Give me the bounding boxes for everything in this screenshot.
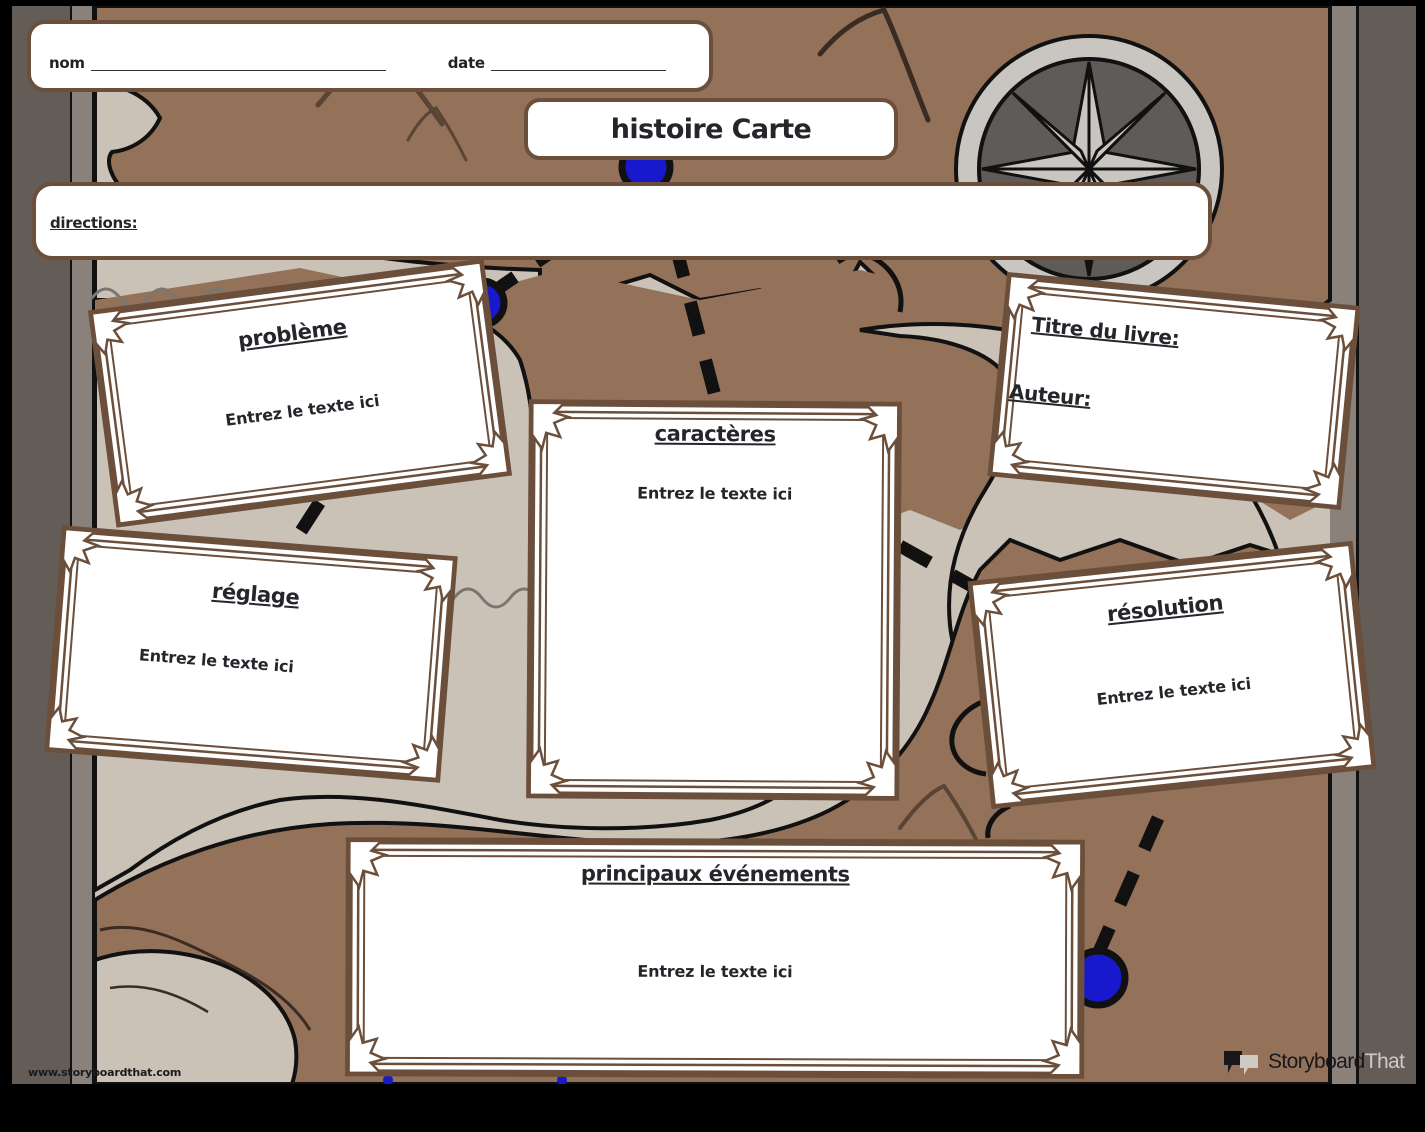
card-book-info[interactable]: Titre du livre: Auteur: [987,271,1361,511]
name-date-bar: nom date [27,20,713,92]
card-body[interactable]: Entrez le texte ici [637,483,793,504]
card-resolution[interactable]: résolution Entrez le texte ici [967,540,1377,810]
page-title: histoire Carte [610,113,812,145]
card-title: problème [236,314,348,353]
book-title-label: Titre du livre: [1030,312,1181,351]
card-probleme[interactable]: problème Entrez le texte ici [87,258,513,528]
route-markers [383,139,1129,1084]
ornate-frame [526,399,902,801]
ornate-frame [967,540,1377,810]
directions-label: directions: [50,214,138,232]
date-input-line[interactable] [490,69,666,71]
logo-secondary-text: That [1364,1050,1405,1073]
card-title: caractères [654,421,776,447]
logo-primary-text: Storyboard [1268,1050,1365,1073]
site-url: www.storyboardthat.com [28,1066,182,1079]
directions-bar[interactable]: directions: [32,182,1212,260]
card-body[interactable]: Entrez le texte ici [224,390,381,430]
card-title: principaux événements [580,861,850,887]
card-body[interactable]: Entrez le texte ici [1095,673,1252,709]
speech-bubble-icon [1224,1051,1258,1075]
card-title: réglage [211,578,301,610]
card-evenements[interactable]: principaux événements Entrez le texte ic… [345,837,1086,1080]
card-title: résolution [1105,590,1225,627]
card-reglage[interactable]: réglage Entrez le texte ici [44,525,459,784]
author-label: Auteur: [1008,379,1093,412]
compass-rose [954,34,1224,304]
name-label: nom [49,54,85,72]
date-label: date [447,54,485,72]
ornate-frame [44,525,458,783]
logo-wordmark: StoryboardThat [1268,1050,1405,1074]
ornate-frame [87,258,513,528]
ornate-frame [345,837,1085,1079]
card-caracteres[interactable]: caractères Entrez le texte ici [526,399,903,802]
worksheet-title-bar: histoire Carte [524,98,898,160]
name-input-line[interactable] [90,69,386,71]
storyboardthat-logo: StoryboardThat [1222,1047,1405,1077]
card-body[interactable]: Entrez le texte ici [637,961,793,982]
ornate-frame [987,271,1361,511]
card-body[interactable]: Entrez le texte ici [138,645,295,677]
